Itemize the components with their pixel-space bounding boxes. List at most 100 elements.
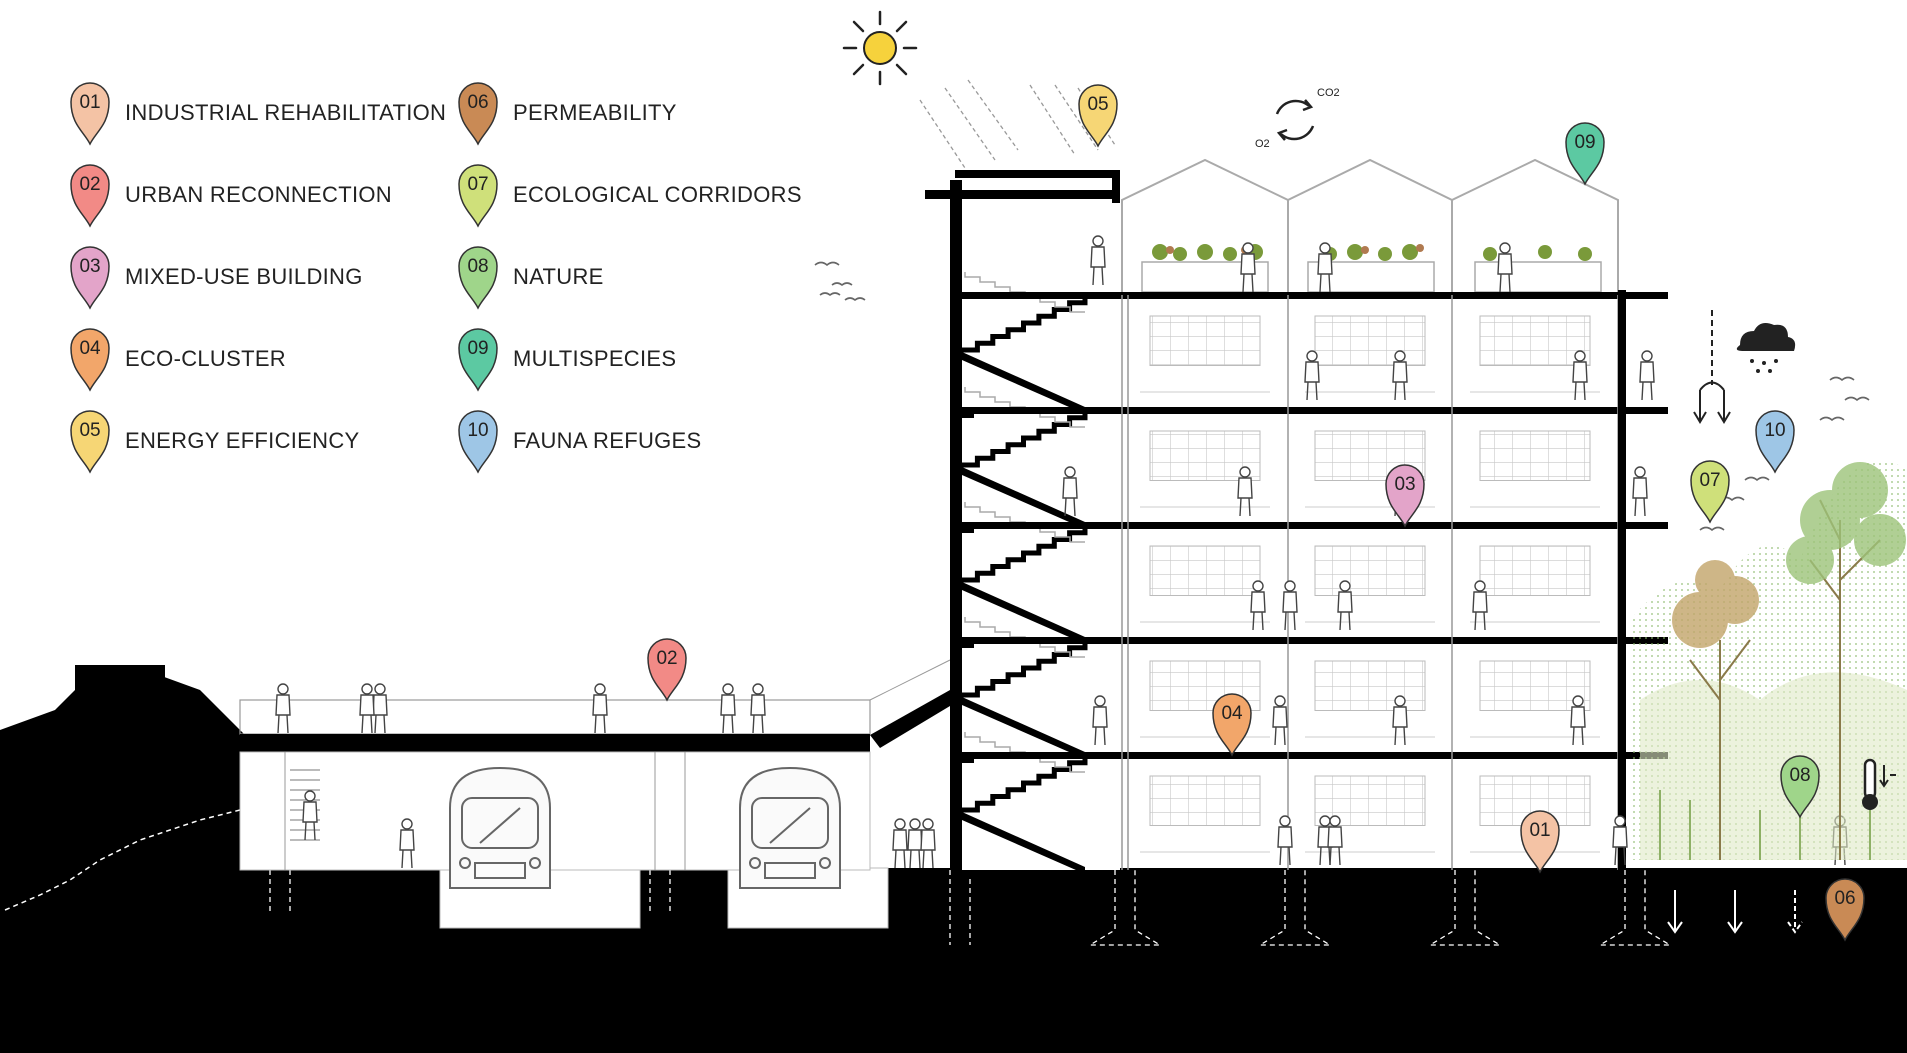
legend-label: MIXED-USE BUILDING: [125, 264, 363, 289]
marker-03: 03: [1385, 464, 1425, 528]
marker-04-number: 04: [1221, 703, 1243, 724]
person-figure: [1092, 695, 1108, 746]
person-figure: [1277, 815, 1293, 866]
legend-item-06: 06 PERMEABILITY: [458, 82, 677, 146]
person-figure: [592, 683, 608, 734]
rain-cloud-icon: [1736, 323, 1796, 373]
legend-pin-04: 04: [70, 328, 110, 392]
person-figure: [720, 683, 736, 734]
person-figure: [1062, 466, 1078, 517]
legend-pin-07: 07: [458, 164, 498, 228]
legend-pin-01: 01: [70, 82, 110, 146]
marker-07: 07: [1690, 460, 1730, 524]
person-figure: [1327, 815, 1343, 866]
legend-pin-05-number: 05: [79, 420, 100, 441]
legend-item-07: 07 ECOLOGICAL CORRIDORS: [458, 164, 802, 228]
person-figure: [892, 818, 908, 869]
legend-pin-10-number: 10: [467, 420, 488, 441]
legend-item-03: 03 MIXED-USE BUILDING: [70, 246, 363, 310]
person-figure: [1090, 235, 1106, 286]
co2-cycle-icon: CO2 O2: [1255, 87, 1340, 150]
train-2: [739, 766, 841, 889]
legend-item-08: 08 NATURE: [458, 246, 604, 310]
legend-label: FAUNA REFUGES: [513, 428, 702, 453]
legend-pin-07-number: 07: [467, 174, 488, 195]
person-figure: [302, 790, 318, 841]
marker-02: 02: [647, 638, 687, 702]
legend-item-04: 04 ECO-CLUSTER: [70, 328, 286, 392]
marker-05-number: 05: [1087, 94, 1108, 115]
legend-item-01: 01 INDUSTRIAL REHABILITATION: [70, 82, 446, 146]
person-figure: [907, 818, 923, 869]
legend-label: NATURE: [513, 264, 604, 289]
marker-02-number: 02: [656, 648, 677, 669]
sun-icon: [842, 10, 918, 86]
legend-item-05: 05 ENERGY EFFICIENCY: [70, 410, 360, 474]
person-figure: [1337, 580, 1353, 631]
person-figure: [359, 683, 375, 734]
marker-06: 06: [1825, 878, 1865, 942]
station: [239, 659, 960, 889]
marker-08-number: 08: [1789, 765, 1810, 786]
marker-09: 09: [1565, 122, 1605, 186]
person-figure: [1272, 695, 1288, 746]
marker-10-number: 10: [1764, 420, 1785, 441]
person-figure: [1304, 350, 1320, 401]
legend-pin-10: 10: [458, 410, 498, 474]
marker-09-number: 09: [1574, 132, 1595, 153]
train-1: [449, 766, 551, 889]
thermometer-icon: [1862, 758, 1896, 810]
legend-label: ECO-CLUSTER: [125, 346, 286, 371]
marker-01: 01: [1520, 810, 1560, 874]
person-figure: [1612, 815, 1628, 866]
person-figure: [372, 683, 388, 734]
marker-05: 05: [1078, 84, 1118, 148]
legend-item-10: 10 FAUNA REFUGES: [458, 410, 702, 474]
legend-label: URBAN RECONNECTION: [125, 182, 392, 207]
marker-03-number: 03: [1394, 474, 1415, 495]
person-figure: [1282, 580, 1298, 631]
legend-pin-02: 02: [70, 164, 110, 228]
legend-pin-06-number: 06: [467, 92, 488, 113]
legend: 01 INDUSTRIAL REHABILITATION 02 URBAN RECON…: [70, 82, 802, 474]
legend-item-09: 09 MULTISPECIES: [458, 328, 676, 392]
legend-label: ENERGY EFFICIENCY: [125, 428, 360, 453]
person-figure: [275, 683, 291, 734]
sun-rays: [919, 79, 1116, 169]
person-figure: [1250, 580, 1266, 631]
legend-pin-01-number: 01: [79, 92, 100, 113]
legend-pin-05: 05: [70, 410, 110, 474]
person-figure: [1570, 695, 1586, 746]
person-figure: [1392, 695, 1408, 746]
legend-pin-08-number: 08: [467, 256, 488, 277]
co2-label: CO2: [1317, 87, 1340, 99]
vegetation: [1630, 460, 1907, 860]
person-figure: [1472, 580, 1488, 631]
ground: [0, 665, 1907, 1053]
person-figure: [399, 818, 415, 869]
markers: 05 09 10 07 03 02 04 08 01 06: [647, 84, 1865, 942]
rain-arrow: [1693, 310, 1731, 424]
marker-01-number: 01: [1529, 820, 1550, 841]
legend-pin-06: 06: [458, 82, 498, 146]
person-figure: [1632, 466, 1648, 517]
legend-item-02: 02 URBAN RECONNECTION: [70, 164, 392, 228]
building: [925, 158, 1668, 878]
legend-pin-02-number: 02: [79, 174, 100, 195]
legend-label: INDUSTRIAL REHABILITATION: [125, 100, 446, 125]
marker-10: 10: [1755, 410, 1795, 474]
legend-pin-03: 03: [70, 246, 110, 310]
legend-pin-04-number: 04: [79, 338, 101, 359]
legend-label: PERMEABILITY: [513, 100, 677, 125]
marker-08: 08: [1780, 755, 1820, 819]
person-figure: [1639, 350, 1655, 401]
legend-pin-08: 08: [458, 246, 498, 310]
person-figure: [1572, 350, 1588, 401]
legend-pin-09: 09: [458, 328, 498, 392]
legend-pin-03-number: 03: [79, 256, 100, 277]
legend-label: ECOLOGICAL CORRIDORS: [513, 182, 802, 207]
legend-label: MULTISPECIES: [513, 346, 676, 371]
person-figure: [750, 683, 766, 734]
person-figure: [1497, 242, 1513, 293]
